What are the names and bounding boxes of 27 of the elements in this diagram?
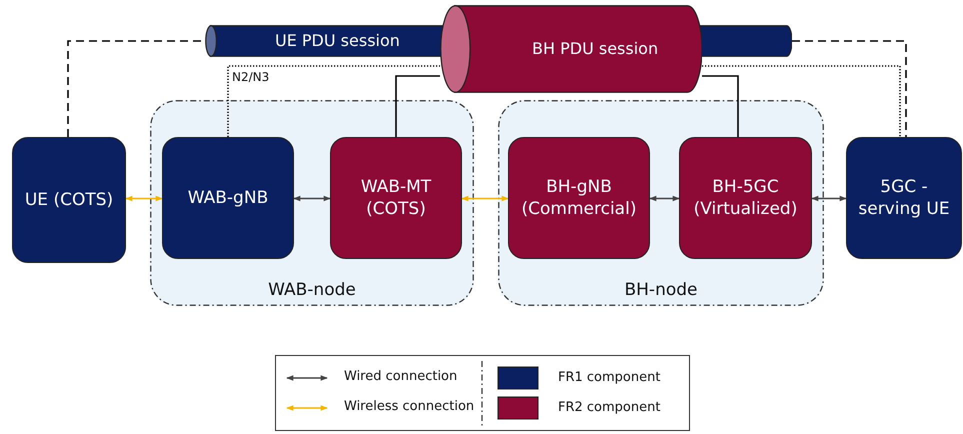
- component-box: UE (COTS): [12, 137, 126, 263]
- legend-text: Wired connection: [344, 369, 458, 384]
- group-label: BH-node: [623, 280, 698, 300]
- legend-text: FR1 component: [558, 370, 660, 385]
- component-box: BH-5GC (Virtualized): [679, 137, 812, 259]
- double-arrow: [461, 196, 509, 202]
- dotted-connector: [227, 65, 440, 137]
- tube-label: UE PDU session: [275, 31, 400, 50]
- double-arrow: [811, 196, 847, 202]
- legend-text: FR2 component: [558, 400, 660, 415]
- connector-line: [702, 75, 739, 137]
- node-group-panel: [150, 100, 474, 306]
- double-arrow: [649, 196, 680, 202]
- connector-line: [395, 75, 440, 137]
- node-group-panel: [498, 100, 824, 306]
- component-box: 5GC - serving UE: [846, 137, 962, 259]
- component-box: WAB-MT (COTS): [330, 137, 462, 259]
- double-arrow: [293, 196, 331, 202]
- tube-label: BH PDU session: [532, 39, 658, 58]
- component-box: BH-gNB (Commercial): [508, 137, 650, 259]
- component-box: WAB-gNB: [162, 137, 294, 259]
- double-arrow: [125, 196, 163, 202]
- group-label: WAB-node: [267, 280, 357, 300]
- legend-text: Wireless connection: [344, 399, 474, 414]
- edge-label: N2/N3: [232, 70, 270, 84]
- dashed-connector: [792, 40, 907, 137]
- dotted-connector: [702, 65, 901, 137]
